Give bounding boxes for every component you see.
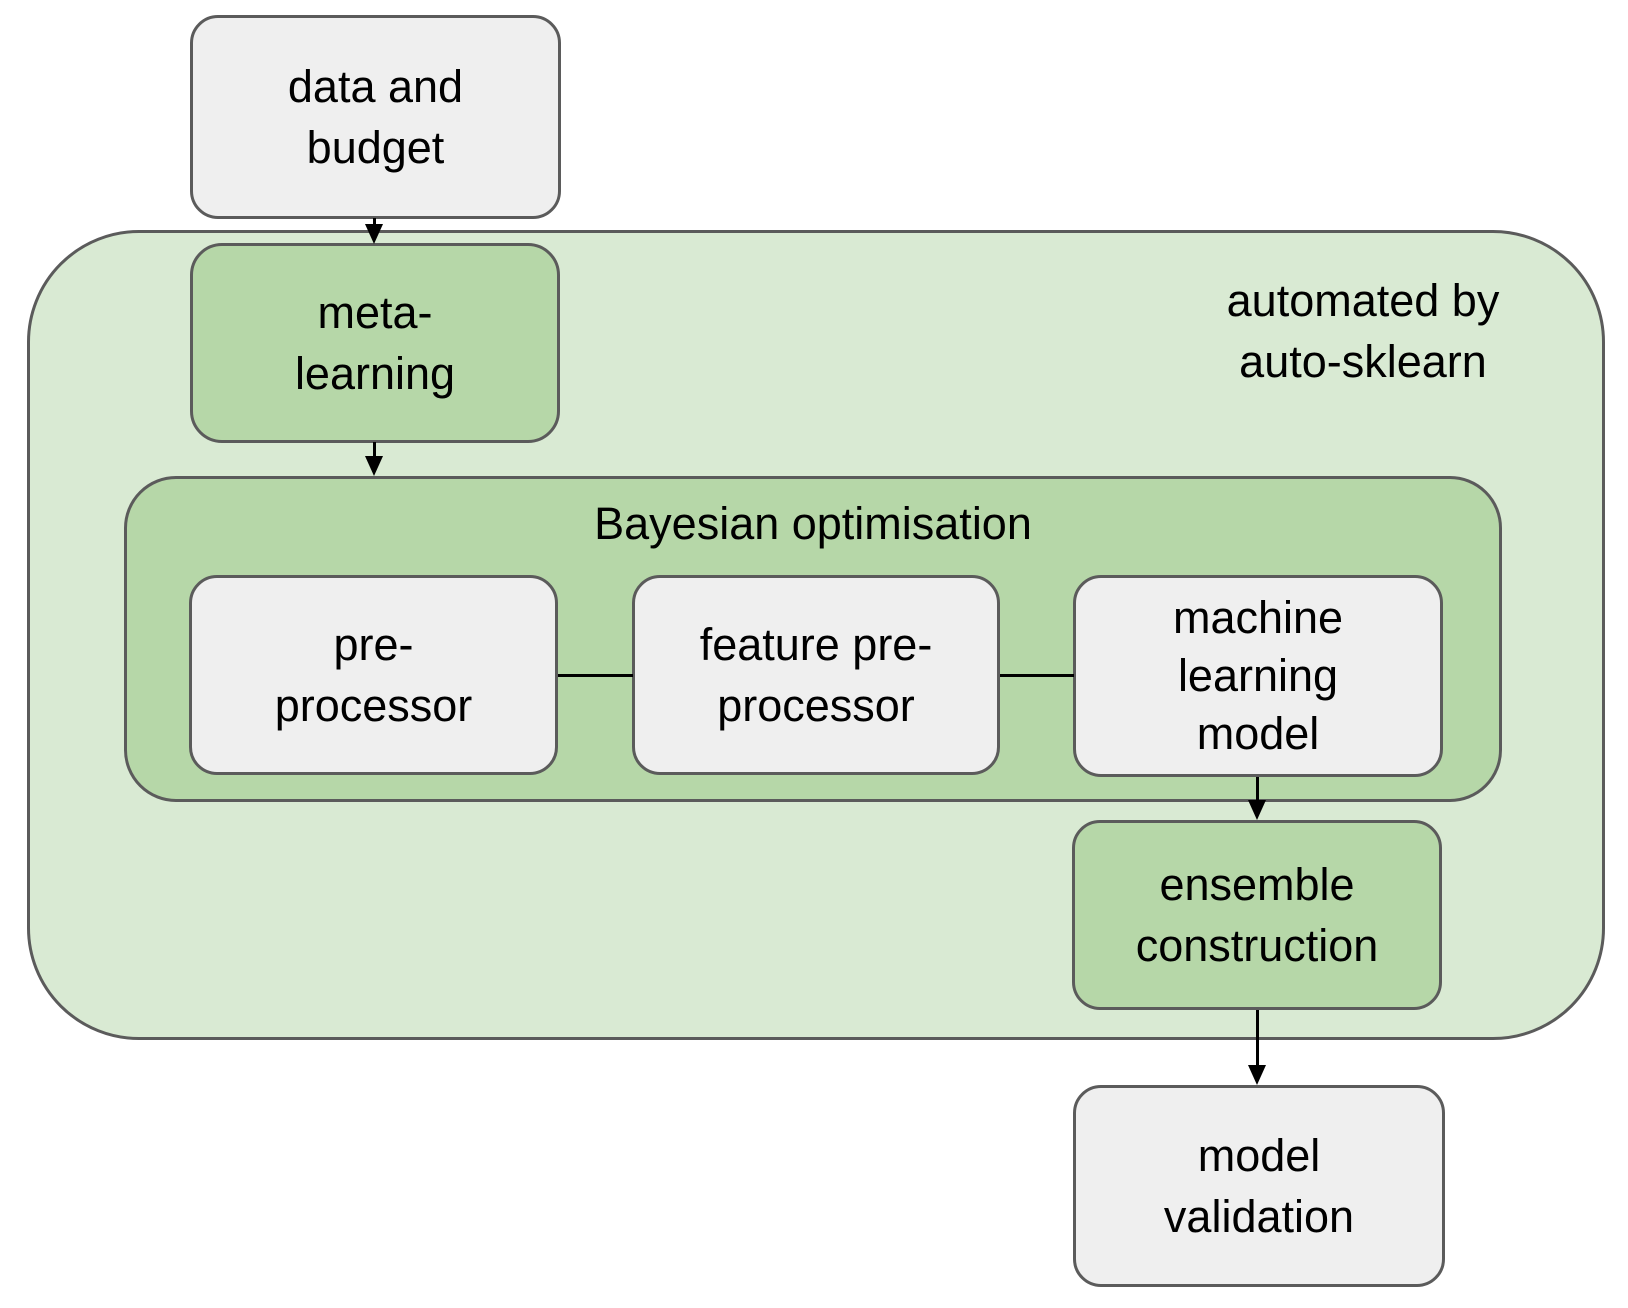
node-feature-pre-processor: feature pre- processor [632,575,1000,775]
bayesian-optimisation-title: Bayesian optimisation [594,498,1032,549]
node-meta-learning: meta- learning [190,243,560,443]
node-model-validation-label: model validation [1163,1130,1355,1242]
node-pre-processor-label: pre- processor [274,619,473,731]
node-machine-learning-model: machine learning model [1073,575,1443,777]
connector-feature-to-mlmodel [1000,674,1074,677]
node-feature-pre-processor-label: feature pre- processor [699,619,933,731]
auto-sklearn-note-label: automated by auto-sklearn [1226,275,1500,387]
arrow-ensemble-to-validation-head [1248,1065,1266,1085]
arrow-meta-to-bayesian-head [365,456,383,476]
arrow-mlmodel-to-ensemble-head [1248,800,1266,820]
node-ensemble-construction-label: ensemble construction [1135,859,1379,971]
arrow-data-to-meta-shaft [373,218,376,225]
node-data-and-budget-label: data and budget [287,61,464,173]
arrow-meta-to-bayesian-shaft [373,442,376,457]
node-machine-learning-model-label: machine learning model [1172,592,1344,759]
arrow-ensemble-to-validation-shaft [1256,1010,1259,1066]
node-data-and-budget: data and budget [190,15,561,219]
connector-pre-to-feature [558,674,633,677]
node-pre-processor: pre- processor [189,575,558,775]
node-meta-learning-label: meta- learning [294,287,456,399]
arrow-mlmodel-to-ensemble-shaft [1256,777,1259,801]
node-model-validation: model validation [1073,1085,1445,1287]
node-ensemble-construction: ensemble construction [1072,820,1442,1010]
arrow-data-to-meta-head [365,224,383,244]
